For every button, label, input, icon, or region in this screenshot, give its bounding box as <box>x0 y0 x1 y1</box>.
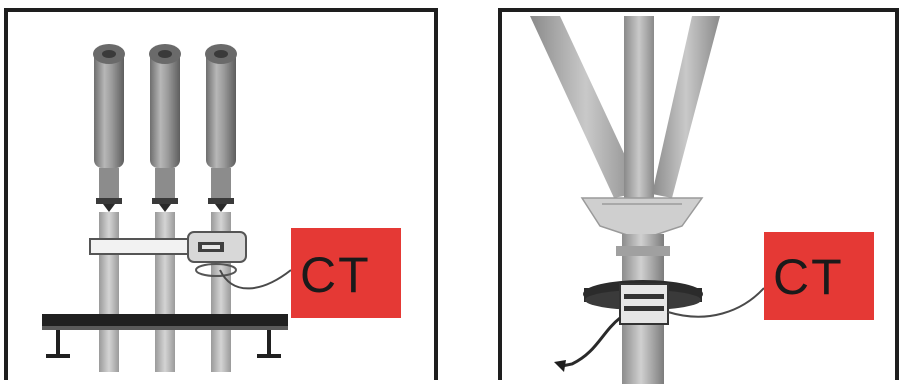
ct-label: CT <box>300 250 371 300</box>
cable-arms <box>530 16 720 198</box>
cable-collar <box>616 246 670 256</box>
bushing-assembly-drawing <box>8 12 442 384</box>
cable-termination-drawing <box>502 12 902 384</box>
ct-label: CT <box>773 252 844 302</box>
breakout-cone <box>582 198 702 236</box>
ct-ring <box>583 280 703 324</box>
diagram-panel-right: CT <box>498 8 899 380</box>
ground-lead <box>562 318 620 366</box>
ground-terminal <box>554 360 566 372</box>
diagram-panel-left: CT <box>4 8 438 380</box>
